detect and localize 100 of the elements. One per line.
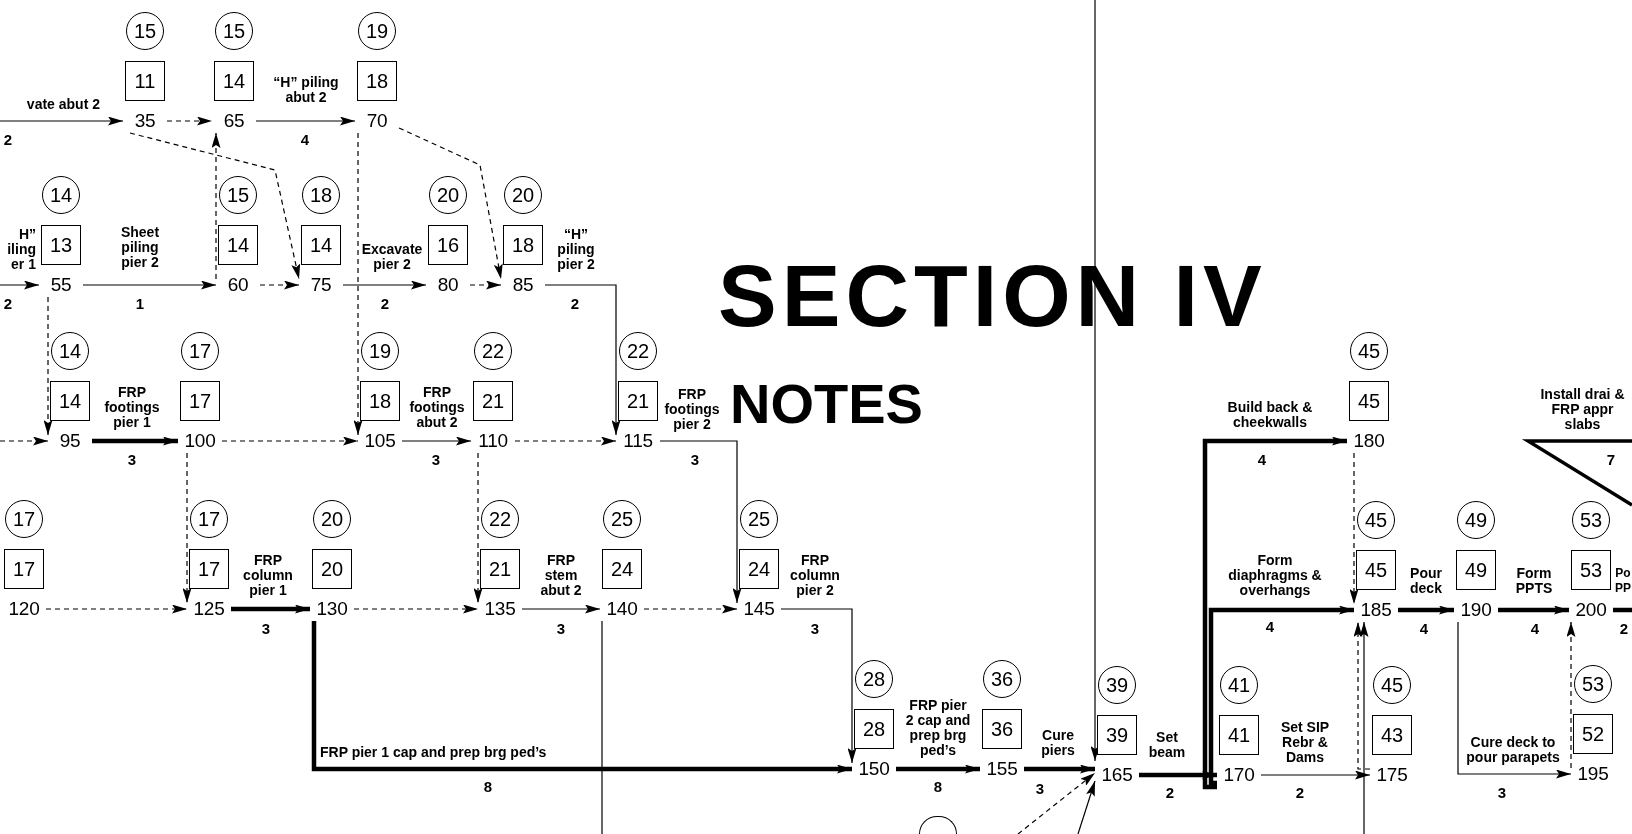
arrow (401, 436, 472, 446)
arrow (1202, 436, 1347, 790)
arrow (1139, 770, 1217, 780)
dashed-arrow (1566, 621, 1576, 769)
activity-label: Pour deck (1409, 566, 1443, 596)
event-number: 130 (316, 597, 348, 621)
dashed-arrow (182, 452, 192, 604)
activity-label: FRP pier 1 cap and prep brg ped’s (320, 745, 548, 760)
circled-number: 41 (1220, 666, 1258, 704)
dashed-arrow (259, 280, 300, 290)
arrow (231, 604, 310, 614)
arrow (311, 621, 852, 774)
boxed-number: 41 (1219, 715, 1259, 755)
arrow (92, 436, 178, 446)
arrow (1090, 0, 1100, 762)
event-number: 125 (193, 597, 225, 621)
circled-number: 22 (481, 500, 519, 538)
boxed-number: 49 (1456, 550, 1496, 590)
dashed-arrow (129, 132, 301, 280)
dashed-arrow (353, 132, 363, 436)
activity-label: H” iling er 1 (6, 227, 36, 272)
arrow (780, 608, 857, 764)
boxed-number: 17 (180, 381, 220, 421)
event-number: 180 (1353, 429, 1385, 453)
boxed-number: 13 (41, 225, 81, 265)
duration-label: 3 (430, 451, 442, 468)
dashed-arrow (1353, 621, 1371, 770)
duration-label: 4 (1529, 620, 1541, 637)
circled-number: 17 (181, 332, 219, 370)
event-number: 70 (366, 109, 388, 133)
boxed-number: 18 (503, 225, 543, 265)
dashed-arrow (45, 604, 188, 614)
activity-label: Sheet piling pier 2 (119, 225, 161, 270)
boxed-number: 16 (428, 225, 468, 265)
circled-number: 22 (619, 332, 657, 370)
boxed-number: 21 (480, 549, 520, 589)
duration-label: 2 (379, 295, 391, 312)
event-number: 200 (1575, 598, 1607, 622)
circled-number: 17 (190, 500, 228, 538)
circled-number: 36 (983, 660, 1021, 698)
circled-number: 39 (1098, 666, 1136, 704)
boxed-number: 43 (1372, 715, 1412, 755)
dashed-arrow (1017, 772, 1096, 834)
duration-label: 8 (482, 778, 494, 795)
circled-number: 14 (51, 332, 89, 370)
circled-number: 25 (603, 500, 641, 538)
event-number: 140 (606, 597, 638, 621)
circled-number: 45 (1350, 332, 1388, 370)
notes-heading: NOTES (730, 376, 923, 432)
circled-number: 49 (1457, 501, 1495, 539)
activity-label: Install drai & FRP appr slabs (1539, 387, 1626, 432)
event-number: 35 (134, 109, 156, 133)
circled-number: 22 (474, 332, 512, 370)
boxed-number: 45 (1356, 550, 1396, 590)
boxed-number: 21 (473, 381, 513, 421)
event-number: 105 (364, 429, 396, 453)
duration-label: 2 (2, 295, 14, 312)
arrow (1077, 780, 1096, 834)
arrow (1498, 605, 1569, 615)
event-number: 85 (512, 273, 534, 297)
arrow (1398, 605, 1454, 615)
boxed-number: 36 (982, 709, 1022, 749)
circled-number: 15 (219, 176, 257, 214)
activity-label: FRP column pier 2 (789, 553, 841, 598)
boxed-number: 14 (50, 381, 90, 421)
arrow (896, 764, 980, 774)
boxed-number: 18 (357, 61, 397, 101)
activity-label: FRP footings pier 1 (103, 385, 161, 430)
activity-label: FRP footings pier 2 (663, 387, 721, 432)
duration-label: 4 (1418, 620, 1430, 637)
dashed-arrow (43, 296, 53, 436)
activity-label: Po PP (1614, 566, 1632, 596)
event-number: 195 (1577, 762, 1609, 786)
duration-label: 3 (555, 620, 567, 637)
activity-label: FRP column pier 1 (242, 553, 294, 598)
boxed-number: 17 (189, 549, 229, 589)
line (1613, 607, 1632, 613)
boxed-number: 53 (1571, 550, 1611, 590)
activity-label: FRP stem abut 2 (539, 553, 583, 598)
dashed-arrow (473, 452, 483, 604)
dashed-arrow (221, 436, 359, 446)
event-number: 60 (227, 273, 249, 297)
arrow (659, 440, 742, 604)
dashed-arrow (469, 280, 502, 290)
event-number: 75 (310, 273, 332, 297)
activity-label: Form diaphragms & overhangs (1227, 553, 1323, 598)
activity-label: Form PPTS (1514, 566, 1554, 596)
event-number: 65 (223, 109, 245, 133)
dashed-arrow (398, 127, 503, 280)
boxed-number: 14 (218, 225, 258, 265)
dashed-arrow (211, 132, 221, 280)
boxed-number: 28 (854, 709, 894, 749)
circled-number: 45 (1357, 501, 1395, 539)
duration-label: 3 (126, 451, 138, 468)
activity-label: vate abut 2 (25, 97, 100, 112)
event-number: 120 (8, 597, 40, 621)
circled-number: 15 (215, 12, 253, 50)
activity-label: FRP footings abut 2 (408, 385, 466, 430)
dashed-arrow (166, 116, 213, 126)
activity-label: FRP pier 2 cap and prep brg ped’s (905, 698, 971, 758)
